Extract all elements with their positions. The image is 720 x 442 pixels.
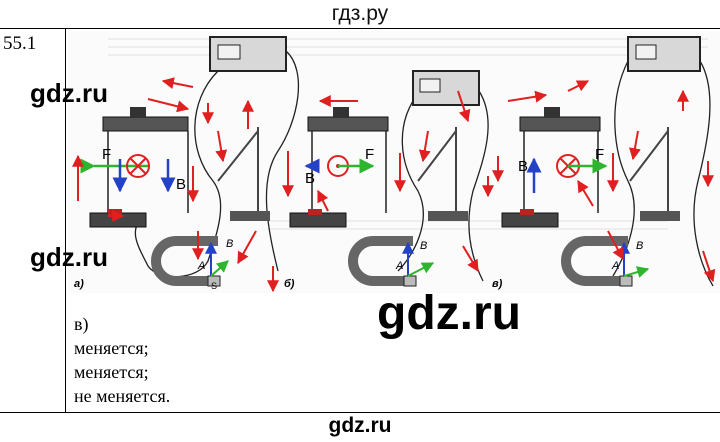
svg-text:A: A bbox=[395, 260, 403, 272]
answer-line-2: меняется; bbox=[74, 362, 149, 382]
field-label: B bbox=[176, 176, 186, 193]
table-divider bbox=[65, 29, 66, 412]
svg-text:F: F bbox=[595, 146, 604, 163]
svg-text:B: B bbox=[518, 158, 528, 175]
svg-text:B: B bbox=[636, 240, 643, 252]
panel-b-label: б) bbox=[284, 278, 295, 290]
panel-c: B F A B в) bbox=[492, 36, 716, 290]
watermark-2: gdz.ru bbox=[30, 242, 108, 272]
svg-text:S: S bbox=[211, 281, 217, 291]
answer-line-1: меняется; bbox=[74, 338, 149, 358]
svg-text:B: B bbox=[305, 170, 315, 187]
panel-a: F B A B S bbox=[72, 36, 300, 293]
svg-text:B: B bbox=[420, 240, 427, 252]
svg-text:A: A bbox=[197, 260, 205, 272]
experiment-figure: F B A B S bbox=[68, 31, 720, 293]
panel-b: B F A B б) bbox=[282, 70, 494, 290]
answer-text: в) меняется; меняется; не меняется. bbox=[74, 312, 170, 408]
site-title: гдз.ру bbox=[331, 2, 389, 25]
watermark-1: gdz.ru bbox=[30, 78, 108, 108]
panel-a-label: а) bbox=[74, 278, 84, 290]
panel-c-label: в) bbox=[492, 278, 503, 290]
figure-svg: F B A B S bbox=[68, 31, 720, 293]
answer-line-3: не меняется. bbox=[74, 386, 171, 406]
exercise-number: 55.1 bbox=[3, 33, 37, 54]
answer-label: в) bbox=[74, 314, 89, 334]
force-label: F bbox=[102, 146, 111, 163]
answer-table: 55.1 bbox=[0, 28, 720, 413]
footer-link[interactable]: gdz.ru bbox=[328, 414, 392, 437]
svg-text:A: A bbox=[611, 260, 619, 272]
watermark-3: gdz.ru bbox=[377, 287, 521, 340]
svg-text:B: B bbox=[226, 238, 233, 250]
svg-text:F: F bbox=[365, 146, 374, 163]
